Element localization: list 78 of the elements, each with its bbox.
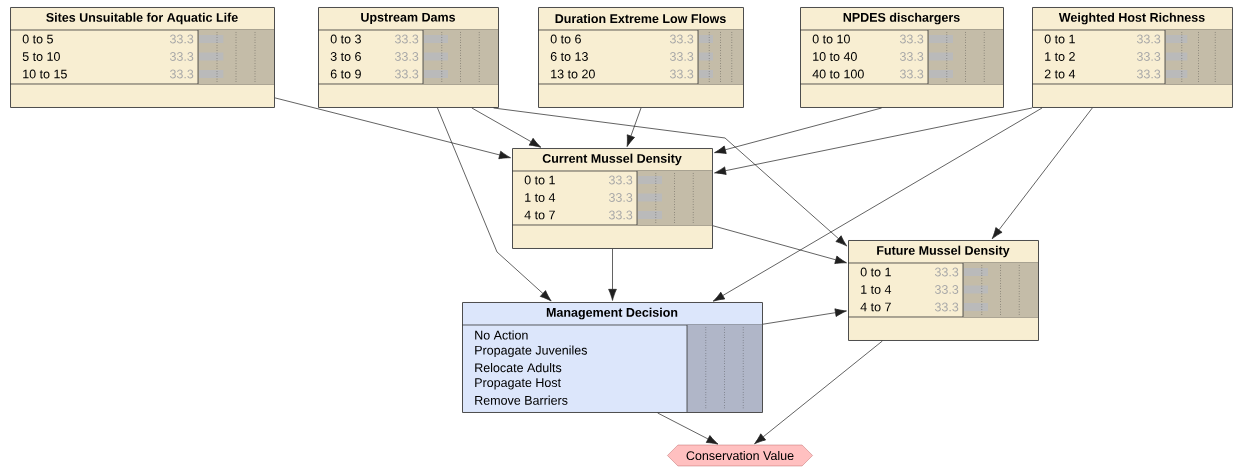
state-label: 0 to 1 bbox=[1044, 34, 1075, 44]
probability-value: 33.3 bbox=[669, 34, 694, 44]
state-label: No Action bbox=[475, 330, 528, 340]
arrow bbox=[437, 107, 552, 302]
arrow bbox=[762, 308, 847, 325]
node-title: Sites Unsuitable for Aquatic Life bbox=[46, 12, 238, 25]
node-title: Management Decision bbox=[546, 307, 678, 320]
state-label: Propagate Juveniles bbox=[475, 345, 587, 358]
utility-node: Conservation Value bbox=[667, 444, 813, 467]
arrow bbox=[626, 107, 642, 147]
state-label: 6 to 9 bbox=[330, 69, 361, 79]
state-label: Remove Barriers bbox=[475, 395, 568, 405]
state-label: 40 to 100 bbox=[812, 69, 864, 79]
node-title: NPDES dischargers bbox=[843, 12, 960, 25]
decision-node bbox=[461, 302, 763, 413]
node-title: Weighted Host Richness bbox=[1058, 12, 1205, 25]
state-label: Propagate Host bbox=[475, 378, 561, 390]
node-title: Upstream Dams bbox=[361, 12, 456, 25]
arrow bbox=[657, 412, 719, 445]
state-label: 2 to 4 bbox=[1044, 69, 1076, 79]
state-label: 4 to 7 bbox=[860, 302, 891, 312]
state-label: 0 to 10 bbox=[812, 34, 850, 44]
probability-value: 33.3 bbox=[608, 193, 633, 202]
arrow bbox=[712, 107, 1043, 302]
state-label: Relocate Adults bbox=[475, 363, 562, 373]
probability-value: 33.3 bbox=[169, 69, 194, 79]
arrow bbox=[991, 107, 1093, 240]
probability-value: 33.3 bbox=[394, 69, 419, 79]
probability-value: 33.3 bbox=[934, 285, 959, 294]
state-label: 0 to 1 bbox=[524, 175, 555, 185]
state-label: 0 to 5 bbox=[22, 34, 53, 44]
state-label: 13 to 20 bbox=[551, 69, 595, 79]
arrow bbox=[754, 340, 883, 445]
probability-value: 33.3 bbox=[169, 34, 194, 44]
state-label: 0 to 3 bbox=[330, 34, 361, 44]
probability-value: 33.3 bbox=[1136, 34, 1161, 44]
probability-value: 33.3 bbox=[934, 267, 959, 277]
state-label: 4 to 7 bbox=[524, 210, 555, 220]
node-title: Duration Extreme Low Flows bbox=[555, 13, 726, 24]
state-label: 1 to 4 bbox=[861, 285, 892, 294]
state-label: 0 to 6 bbox=[550, 34, 581, 44]
state-label: 3 to 6 bbox=[330, 52, 361, 61]
arrow bbox=[471, 107, 542, 148]
probability-value: 33.3 bbox=[669, 69, 694, 79]
state-label: 6 to 13 bbox=[550, 52, 588, 61]
state-label: 5 to 10 bbox=[22, 52, 60, 61]
probability-value: 33.3 bbox=[1136, 52, 1161, 61]
probability-value: 33.3 bbox=[1136, 69, 1161, 79]
arrow bbox=[714, 107, 882, 154]
probability-value: 33.3 bbox=[394, 34, 419, 44]
probability-value: 33.3 bbox=[899, 69, 924, 79]
state-label: 10 to 40 bbox=[813, 52, 857, 61]
chance-node bbox=[847, 240, 1039, 341]
chance-node bbox=[317, 7, 499, 108]
state-label: 1 to 2 bbox=[1045, 52, 1075, 61]
state-label: 0 to 1 bbox=[860, 267, 891, 277]
node-title: Future Mussel Density bbox=[877, 245, 1010, 258]
probability-value: 33.3 bbox=[169, 52, 194, 61]
chance-node bbox=[799, 7, 1004, 108]
probability-value: 33.3 bbox=[394, 52, 419, 61]
probability-value: 33.3 bbox=[669, 52, 694, 61]
probability-value: 33.3 bbox=[608, 175, 633, 185]
state-label: 10 to 15 bbox=[23, 69, 67, 79]
probability-value: 33.3 bbox=[934, 302, 959, 312]
chance-node bbox=[511, 148, 713, 249]
arrow bbox=[712, 225, 847, 264]
arrow bbox=[608, 248, 617, 301]
chance-node bbox=[9, 7, 275, 108]
probability-value: 33.3 bbox=[899, 52, 924, 61]
chance-node bbox=[537, 7, 744, 108]
state-label: 1 to 4 bbox=[525, 193, 556, 202]
probability-value: 33.3 bbox=[608, 210, 633, 220]
chance-node bbox=[1031, 7, 1233, 108]
node-title: Current Mussel Density bbox=[542, 153, 682, 166]
arrow bbox=[714, 107, 1033, 175]
arrow bbox=[274, 97, 511, 160]
probability-value: 33.3 bbox=[899, 34, 924, 44]
arrow bbox=[493, 107, 848, 247]
